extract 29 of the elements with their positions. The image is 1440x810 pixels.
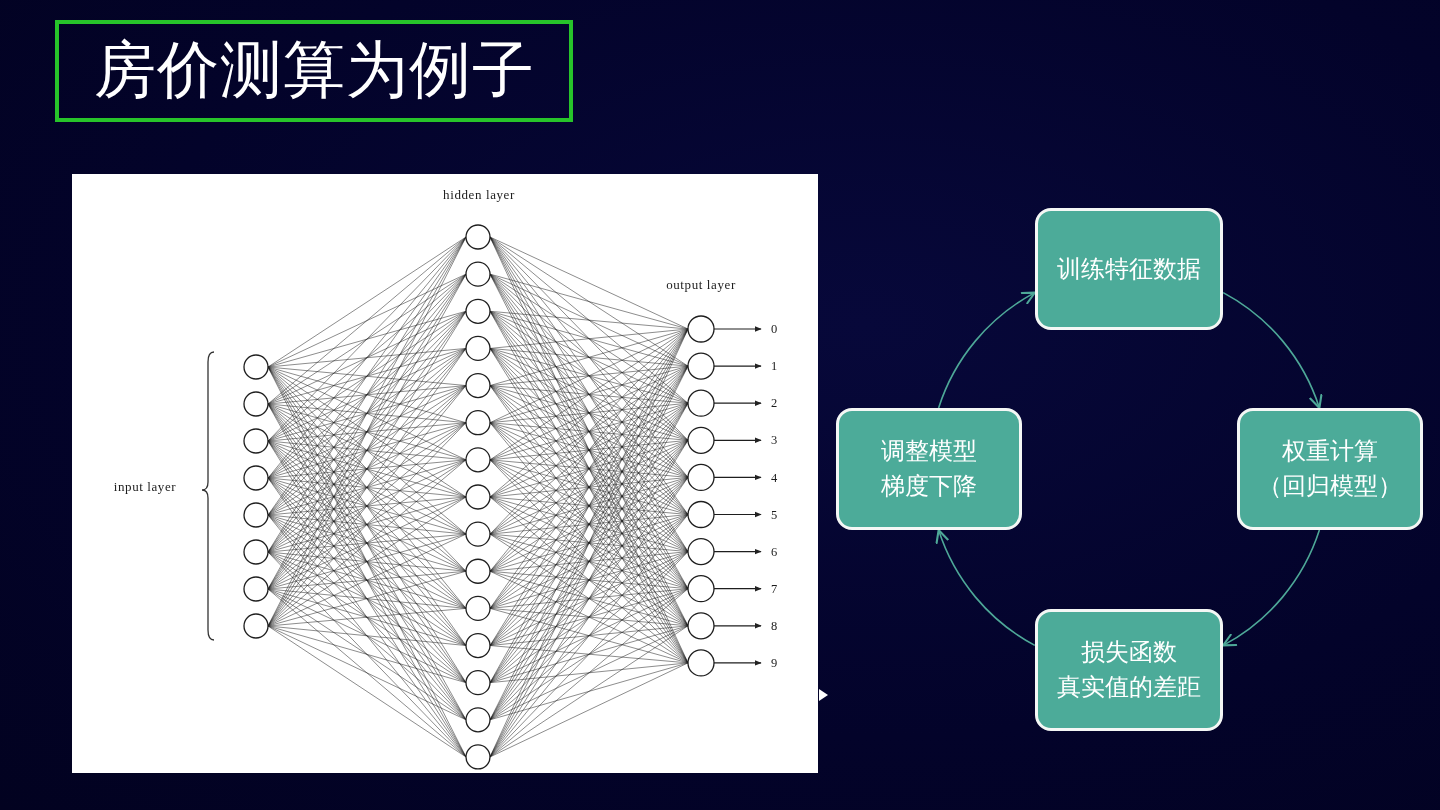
output-label: 6 (771, 544, 778, 560)
process-box (1237, 408, 1423, 530)
layer-label: input layer (113, 479, 177, 495)
output-label: 3 (771, 432, 778, 448)
box-text: 调整模型 (881, 437, 977, 466)
output-label: 0 (771, 321, 778, 337)
box-text: 权重计算 (1282, 437, 1378, 466)
output-label: 9 (771, 655, 778, 671)
box-text: （回归模型） (1258, 472, 1402, 501)
curved-arrow (1222, 529, 1321, 647)
box-text: 真实值的差距 (1057, 673, 1201, 702)
output-label: 4 (771, 470, 778, 486)
slide-title: 房价测算为例子 (55, 20, 573, 122)
curved-arrow (937, 291, 1036, 409)
process-box (1035, 609, 1223, 731)
output-label: 7 (771, 581, 778, 597)
layer-label: hidden layer (443, 187, 515, 203)
process-box (1035, 208, 1223, 330)
curved-arrow (936, 529, 1036, 647)
box-text: 训练特征数据 (1057, 254, 1201, 284)
box-text: 梯度下降 (881, 472, 977, 501)
output-label: 2 (771, 395, 778, 411)
output-label: 8 (771, 618, 778, 634)
layer-label: output layer (666, 277, 736, 293)
curved-arrow (1222, 291, 1322, 409)
box-text: 损失函数 (1081, 638, 1177, 667)
output-label: 5 (771, 507, 778, 523)
process-box (836, 408, 1022, 530)
output-label: 1 (771, 358, 778, 374)
